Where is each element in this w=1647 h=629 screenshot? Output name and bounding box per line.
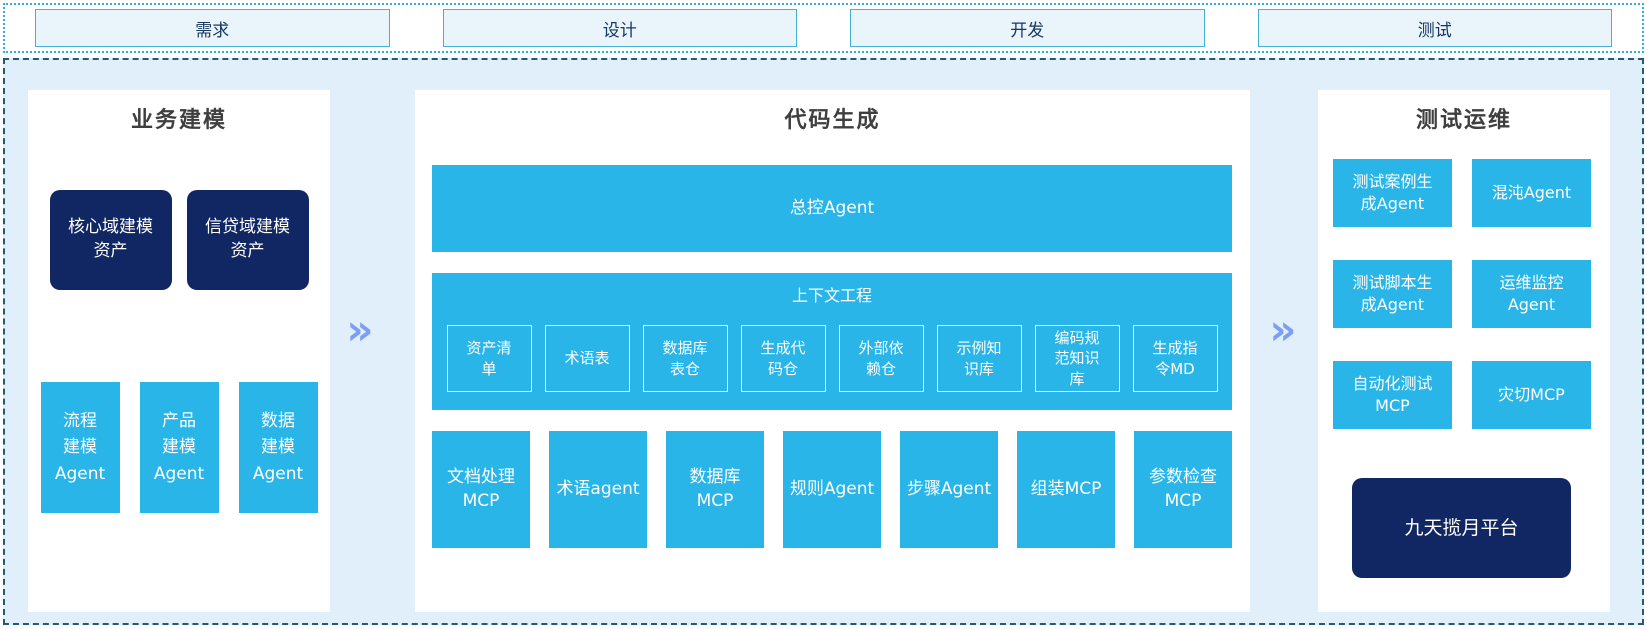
context-items-row: 资产清 单 术语表 数据库 表仓 生成代 码仓 外部依 赖仓 示例知 识库 编码… [432, 325, 1232, 392]
phase-box-design: 设计 [442, 9, 797, 47]
business-modeling-title: 业务建模 [130, 108, 227, 133]
agent-box-data-modeling: 数据 建模 Agent [238, 382, 318, 513]
context-item-generated-code-repo: 生成代 码仓 [740, 325, 826, 392]
business-modeling-panel: 业务建模 核心域建模 资产 信贷域建模 资产 流程 建模 Agent 产品 建模… [28, 90, 330, 612]
context-item-asset-list: 资产清 单 [446, 325, 532, 392]
code-generation-panel: 代码生成 总控Agent 上下文工程 资产清 单 术语表 数据库 表仓 生成代 … [415, 90, 1250, 612]
phase-box-requirements: 需求 [35, 9, 390, 47]
master-agent-bar: 总控Agent [432, 165, 1232, 252]
tool-box-doc-processing-mcp: 文档处理 MCP [432, 431, 530, 548]
test-box-disaster-switch-mcp: 灾切MCP [1472, 361, 1591, 429]
tool-box-glossary-agent: 术语agent [549, 431, 647, 548]
tool-box-steps-agent: 步骤Agent [900, 431, 998, 548]
flow-arrow-left-icon: » [346, 305, 374, 354]
context-item-example-knowledge-base: 示例知 识库 [936, 325, 1022, 392]
code-generation-title: 代码生成 [784, 108, 881, 133]
agent-box-process-modeling: 流程 建模 Agent [40, 382, 120, 513]
context-item-coding-standards-kb: 编码规 范知识 库 [1034, 325, 1120, 392]
asset-box-credit-domain: 信贷域建模 资产 [186, 190, 309, 290]
test-box-case-gen-agent: 测试案例生 成Agent [1333, 159, 1452, 227]
context-item-db-table-repo: 数据库 表仓 [642, 325, 728, 392]
main-container: 业务建模 核心域建模 资产 信贷域建模 资产 流程 建模 Agent 产品 建模… [3, 58, 1644, 625]
test-ops-grid: 测试案例生 成Agent 混沌Agent 测试脚本生 成Agent 运维监控 A… [1333, 159, 1591, 429]
tool-box-rules-agent: 规则Agent [783, 431, 881, 548]
context-item-external-deps-repo: 外部依 赖仓 [838, 325, 924, 392]
generation-tools-row: 文档处理 MCP 术语agent 数据库 MCP 规则Agent 步骤Agent… [432, 431, 1232, 548]
context-engineering-title: 上下文工程 [791, 286, 872, 305]
context-item-generation-instructions-md: 生成指 令MD [1132, 325, 1218, 392]
tool-box-param-check-mcp: 参数检查 MCP [1134, 431, 1232, 548]
phase-box-development: 开发 [850, 9, 1205, 47]
test-ops-title: 测试运维 [1415, 108, 1512, 133]
modeling-asset-row: 核心域建模 资产 信贷域建模 资产 [28, 190, 330, 290]
tool-box-database-mcp: 数据库 MCP [666, 431, 764, 548]
tool-box-assembly-mcp: 组装MCP [1017, 431, 1115, 548]
test-ops-panel: 测试运维 测试案例生 成Agent 混沌Agent 测试脚本生 成Agent 运… [1318, 90, 1610, 612]
test-box-script-gen-agent: 测试脚本生 成Agent [1333, 260, 1452, 328]
phase-bar: 需求 设计 开发 测试 [3, 3, 1644, 53]
test-box-automation-mcp: 自动化测试 MCP [1333, 361, 1452, 429]
context-engineering-panel: 上下文工程 资产清 单 术语表 数据库 表仓 生成代 码仓 外部依 赖仓 示例知… [432, 273, 1232, 410]
agent-box-product-modeling: 产品 建模 Agent [139, 382, 219, 513]
test-box-chaos-agent: 混沌Agent [1472, 159, 1591, 227]
asset-box-core-domain: 核心域建模 资产 [49, 190, 172, 290]
test-box-ops-monitor-agent: 运维监控 Agent [1472, 260, 1591, 328]
modeling-agent-row: 流程 建模 Agent 产品 建模 Agent 数据 建模 Agent [28, 382, 330, 513]
phase-box-testing: 测试 [1257, 9, 1612, 47]
flow-arrow-right-icon: » [1269, 305, 1297, 354]
platform-box-jiutian: 九天揽月平台 [1352, 478, 1571, 578]
context-item-glossary: 术语表 [544, 325, 630, 392]
